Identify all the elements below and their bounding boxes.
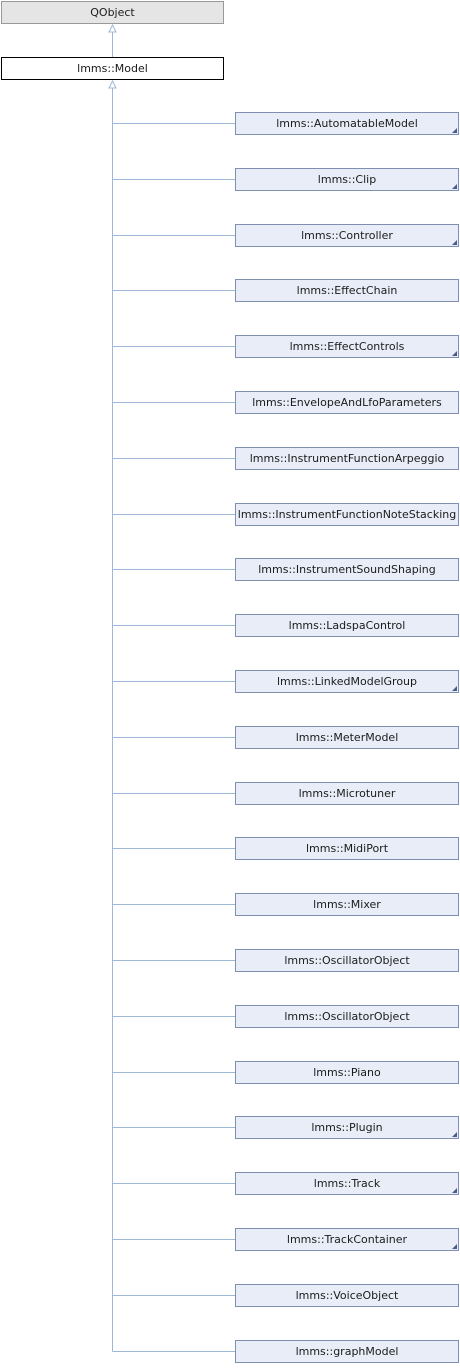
node-lmms-graphmodel[interactable]: lmms::graphModel — [235, 1340, 459, 1363]
node-label: lmms::MidiPort — [305, 842, 389, 855]
node-lmms-linkedmodelgroup[interactable]: lmms::LinkedModelGroup — [235, 670, 459, 693]
node-label: lmms::Track — [313, 1177, 381, 1190]
node-label: lmms::EffectControls — [289, 340, 405, 353]
node-lmms-microtuner[interactable]: lmms::Microtuner — [235, 782, 459, 805]
node-label: lmms::LinkedModelGroup — [276, 675, 418, 688]
node-lmms-controller[interactable]: lmms::Controller — [235, 224, 459, 247]
node-label: QObject — [90, 6, 135, 19]
node-label: lmms::TrackContainer — [286, 1233, 408, 1246]
node-lmms-automatablemodel[interactable]: lmms::AutomatableModel — [235, 112, 459, 135]
node-label: lmms::MeterModel — [295, 731, 399, 744]
node-lmms-trackcontainer[interactable]: lmms::TrackContainer — [235, 1228, 459, 1251]
node-lmms-midiport[interactable]: lmms::MidiPort — [235, 837, 459, 860]
node-label: lmms::Plugin — [311, 1121, 383, 1134]
node-label: lmms::OscillatorObject — [284, 1010, 410, 1023]
node-lmms-instrumentfunctionnotestacking[interactable]: lmms::InstrumentFunctionNoteStacking — [235, 503, 459, 526]
node-lmms-piano[interactable]: lmms::Piano — [235, 1061, 459, 1084]
node-label: lmms::Model — [77, 62, 148, 75]
node-label: lmms::EffectChain — [296, 284, 398, 297]
node-lmms-effectchain[interactable]: lmms::EffectChain — [235, 279, 459, 302]
node-lmms-oscillatorobject[interactable]: lmms::OscillatorObject — [235, 1005, 459, 1028]
node-lmms-ladspacontrol[interactable]: lmms::LadspaControl — [235, 614, 459, 637]
node-lmms-voiceobject[interactable]: lmms::VoiceObject — [235, 1284, 459, 1307]
node-label: lmms::AutomatableModel — [276, 117, 418, 130]
node-label: lmms::Microtuner — [298, 787, 396, 800]
node-lmms-metermodel[interactable]: lmms::MeterModel — [235, 726, 459, 749]
node-label: lmms::EnvelopeAndLfoParameters — [252, 396, 442, 409]
node-lmms-instrumentfunctionarpeggio[interactable]: lmms::InstrumentFunctionArpeggio — [235, 447, 459, 470]
arrow-head-qobject — [108, 23, 117, 33]
node-label: lmms::VoiceObject — [295, 1289, 399, 1302]
node-label: lmms::Piano — [313, 1066, 381, 1079]
node-qobject[interactable]: QObject — [1, 1, 224, 24]
node-label: lmms::graphModel — [295, 1345, 399, 1358]
node-lmms-model[interactable]: lmms::Model — [1, 57, 224, 80]
node-lmms-effectcontrols[interactable]: lmms::EffectControls — [235, 335, 459, 358]
node-label: lmms::Clip — [317, 173, 377, 186]
node-label: lmms::InstrumentSoundShaping — [258, 563, 436, 576]
node-lmms-plugin[interactable]: lmms::Plugin — [235, 1116, 459, 1139]
node-lmms-envelopeandlfoparameters[interactable]: lmms::EnvelopeAndLfoParameters — [235, 391, 459, 414]
node-lmms-oscillatorobject[interactable]: lmms::OscillatorObject — [235, 949, 459, 972]
node-lmms-mixer[interactable]: lmms::Mixer — [235, 893, 459, 916]
node-label: lmms::LadspaControl — [288, 619, 406, 632]
node-lmms-track[interactable]: lmms::Track — [235, 1172, 459, 1195]
node-label: lmms::Controller — [301, 229, 393, 242]
node-label: lmms::InstrumentFunctionNoteStacking — [237, 508, 457, 521]
node-lmms-instrumentsoundshaping[interactable]: lmms::InstrumentSoundShaping — [235, 558, 459, 581]
node-lmms-clip[interactable]: lmms::Clip — [235, 168, 459, 191]
node-label: lmms::Mixer — [313, 898, 381, 911]
node-label: lmms::InstrumentFunctionArpeggio — [249, 452, 445, 465]
node-label: lmms::OscillatorObject — [284, 954, 410, 967]
arrow-head-model — [108, 79, 117, 89]
